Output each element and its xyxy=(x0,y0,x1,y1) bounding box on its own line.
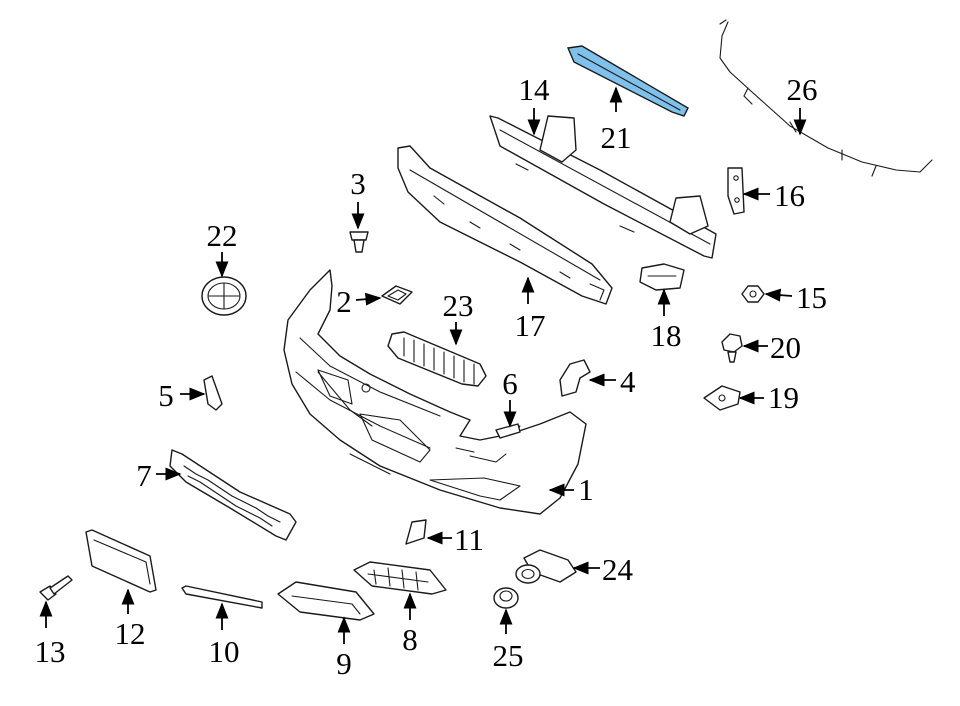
callout-1: 1 xyxy=(578,472,594,507)
part-26-wiring-harness[interactable] xyxy=(719,19,933,177)
part-2-clip[interactable] xyxy=(381,285,413,305)
callout-4: 4 xyxy=(620,364,636,399)
part-4-bracket[interactable] xyxy=(559,359,591,397)
part-16-bracket[interactable] xyxy=(727,167,745,215)
part-20-bolt[interactable] xyxy=(721,333,743,363)
callout-9: 9 xyxy=(336,646,352,681)
callout-10: 10 xyxy=(209,634,240,669)
part-22-emblem[interactable] xyxy=(201,276,247,316)
part-10-trim-strip[interactable] xyxy=(181,585,263,609)
callout-24: 24 xyxy=(602,552,634,587)
callout-5: 5 xyxy=(158,378,174,413)
callout-20: 20 xyxy=(770,330,801,365)
part-14-reinforcement[interactable] xyxy=(489,115,717,259)
callout-6: 6 xyxy=(502,366,518,401)
part-5-bracket[interactable] xyxy=(203,375,223,411)
part-13-screw[interactable] xyxy=(39,575,73,601)
part-21-absorber[interactable] xyxy=(566,45,689,117)
callout-23: 23 xyxy=(443,288,474,323)
callout-16: 16 xyxy=(774,178,805,213)
callout-25: 25 xyxy=(493,638,524,673)
callout-labels: 21 14 26 16 3 22 2 23 17 18 15 20 4 19 5… xyxy=(35,72,828,681)
callout-2: 2 xyxy=(336,284,352,319)
part-18-bracket[interactable] xyxy=(639,263,685,291)
part-23-grille[interactable] xyxy=(387,331,487,387)
part-19-clip[interactable] xyxy=(703,385,741,411)
callout-15: 15 xyxy=(796,280,827,315)
callout-11: 11 xyxy=(454,522,484,557)
part-24-sensor[interactable] xyxy=(515,549,577,584)
callout-14: 14 xyxy=(519,72,551,107)
part-12-license-bracket[interactable] xyxy=(85,529,157,593)
part-9-fog-cover[interactable] xyxy=(277,581,375,621)
part-7-lower-grille[interactable] xyxy=(169,449,297,541)
callout-21: 21 xyxy=(601,120,632,155)
callout-19: 19 xyxy=(768,380,799,415)
leader-lines xyxy=(39,86,807,644)
callout-12: 12 xyxy=(115,616,146,651)
part-3-clip[interactable] xyxy=(349,231,369,253)
part-15-nut[interactable] xyxy=(741,285,765,303)
callout-13: 13 xyxy=(35,634,66,669)
callout-26: 26 xyxy=(787,72,818,107)
callout-22: 22 xyxy=(207,218,238,253)
leader-15 xyxy=(764,288,793,302)
part-11-bracket[interactable] xyxy=(405,519,427,545)
part-1-bumper-cover[interactable] xyxy=(283,269,587,515)
callout-7: 7 xyxy=(136,458,152,493)
part-8-grille-insert[interactable] xyxy=(353,561,447,595)
callout-3: 3 xyxy=(350,166,366,201)
part-17-absorber[interactable] xyxy=(397,145,613,305)
callout-18: 18 xyxy=(651,318,682,353)
callout-17: 17 xyxy=(515,308,546,343)
leader-2 xyxy=(355,292,382,306)
callout-8: 8 xyxy=(402,622,418,657)
part-25-sensor-ring[interactable] xyxy=(493,587,519,609)
